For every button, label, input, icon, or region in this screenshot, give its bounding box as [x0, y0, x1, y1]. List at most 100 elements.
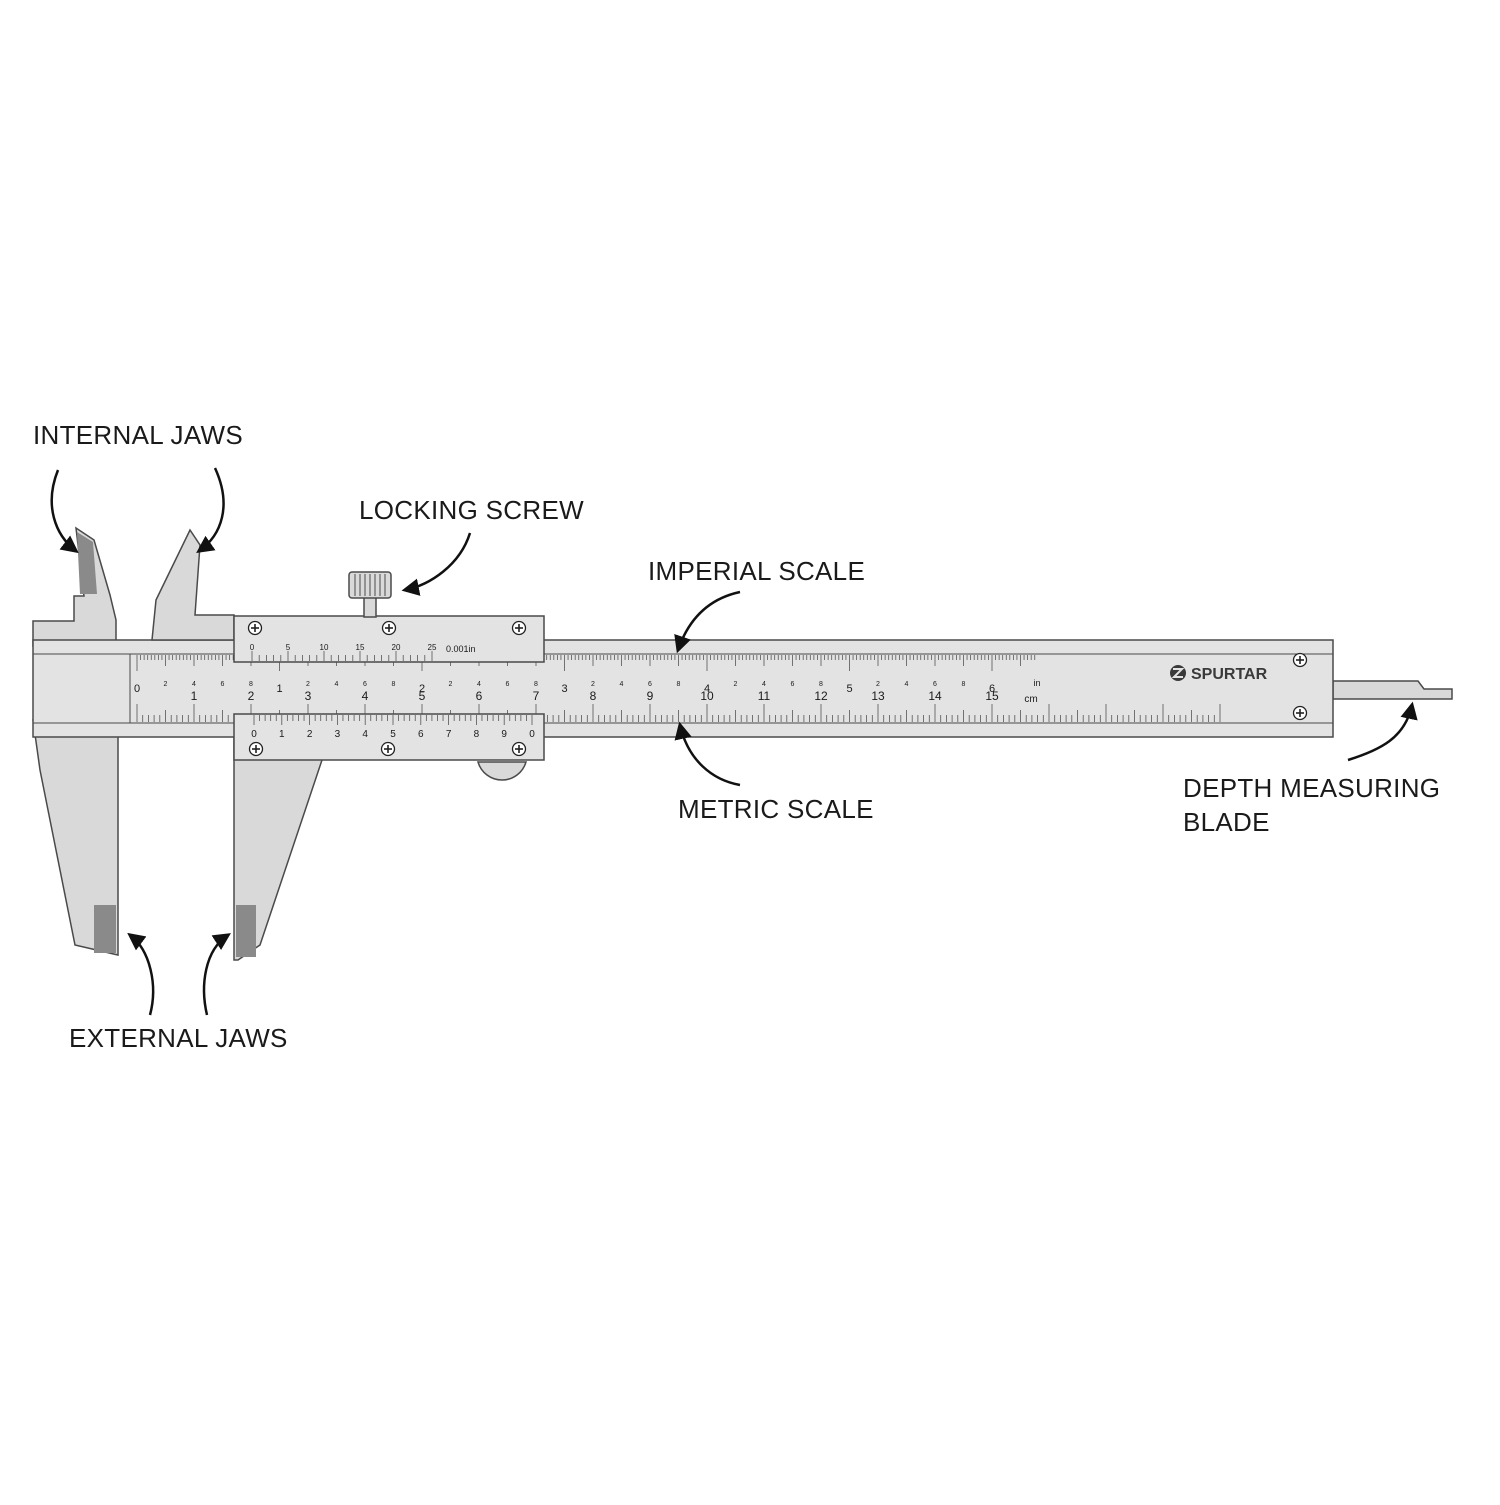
vernier-inch-label: 5 — [286, 643, 291, 652]
external-jaws-arrow-right-icon — [202, 933, 231, 1016]
screws-group — [247, 620, 1308, 757]
vernier-mm-label: 8 — [474, 729, 480, 740]
brand-name: SPURTAR — [1191, 666, 1268, 683]
metric-vernier-scale: 0 1 2 3 4 5 6 7 8 9 0 — [251, 715, 535, 740]
external-jaw-tip-moving — [236, 905, 256, 957]
external-jaw-tip-fixed — [94, 905, 116, 953]
inch-major-label: 6 — [989, 683, 995, 695]
cm-label: 10 — [700, 689, 714, 703]
vernier-inch-label: 20 — [392, 643, 401, 652]
vernier-mm-label: 5 — [390, 729, 396, 740]
main-beam — [32, 639, 1334, 738]
internal-jaw-tip-fixed — [77, 532, 97, 594]
depth-blade — [1332, 680, 1453, 700]
phillips-screw-icon — [380, 741, 396, 757]
inch-minor-label: 2 — [164, 681, 168, 688]
inch-minor-label: 8 — [249, 681, 253, 688]
inch-minor-label: 6 — [791, 681, 795, 688]
inch-minor-label: 8 — [392, 681, 396, 688]
unit-in-label: in — [1033, 678, 1040, 688]
spurtar-logo-icon — [1170, 665, 1186, 681]
arrows-group — [50, 467, 1418, 1016]
cm-label: 7 — [533, 689, 540, 703]
inch-minor-label: 4 — [335, 681, 339, 688]
cm-label: 13 — [871, 689, 885, 703]
locking-screw-arrow-icon — [401, 532, 472, 596]
vernier-mm-label: 0 — [529, 729, 535, 740]
inch-minor-label: 2 — [591, 681, 595, 688]
cm-label: 1 — [191, 689, 198, 703]
label-locking-screw: LOCKING SCREW — [359, 495, 584, 525]
cm-label: 5 — [419, 689, 426, 703]
vernier-inch-label: 10 — [320, 643, 329, 652]
cm-label: 2 — [248, 689, 255, 703]
label-imperial-scale: IMPERIAL SCALE — [648, 556, 866, 586]
phillips-screw-icon — [248, 741, 264, 757]
fixed-jaw-upper — [32, 526, 117, 647]
inch-minor-label: 8 — [534, 681, 538, 688]
inch-minor-label: 2 — [306, 681, 310, 688]
inch-major-label: 2 — [419, 683, 425, 695]
cm-label: 6 — [476, 689, 483, 703]
phillips-screw-icon — [381, 620, 397, 636]
label-internal-jaws: INTERNAL JAWS — [33, 420, 243, 450]
moving-jaw-upper — [151, 528, 235, 641]
cm-label: 15 — [985, 689, 999, 703]
cm-label: 4 — [362, 689, 369, 703]
inch-minor-label: 4 — [620, 681, 624, 688]
thumb-wheel — [476, 761, 528, 781]
vernier-mm-label: 7 — [446, 729, 452, 740]
metric-scale-arrow-icon — [674, 721, 741, 787]
vernier-mm-label: 9 — [501, 729, 507, 740]
imperial-scale-arrow-icon — [674, 590, 741, 654]
phillips-screw-icon — [1292, 705, 1308, 721]
unit-cm-label: cm — [1024, 694, 1037, 705]
label-depth-line-1: DEPTH MEASURING — [1183, 773, 1441, 803]
inch-minor-label: 2 — [734, 681, 738, 688]
inch-minor-label: 6 — [933, 681, 937, 688]
inch-major-label: 1 — [276, 683, 282, 695]
inch-major-label: 0 — [134, 683, 140, 695]
fixed-jaw-lower — [32, 719, 141, 956]
label-metric-scale: METRIC SCALE — [678, 794, 874, 824]
inch-major-label: 4 — [704, 683, 710, 695]
cm-label: 3 — [305, 689, 312, 703]
label-depth-line-2: BLADE — [1183, 807, 1270, 837]
cm-label: 14 — [928, 689, 942, 703]
vernier-mm-label: 0 — [251, 729, 257, 740]
phillips-screw-icon — [511, 741, 527, 757]
phillips-screw-icon — [511, 620, 527, 636]
external-jaws-arrow-left-icon — [127, 932, 155, 1016]
phillips-screw-icon — [247, 620, 263, 636]
internal-jaws-arrow-left-icon — [50, 469, 79, 554]
vernier-inch-label: 15 — [356, 643, 365, 652]
vernier-mm-label: 4 — [362, 729, 368, 740]
inch-minor-label: 8 — [819, 681, 823, 688]
cm-label: 8 — [590, 689, 597, 703]
label-depth-measuring-blade: DEPTH MEASURING BLADE — [1183, 771, 1440, 839]
inch-minor-label: 8 — [962, 681, 966, 688]
inch-minor-label: 4 — [477, 681, 481, 688]
inch-minor-label: 4 — [192, 681, 196, 688]
cm-label: 9 — [647, 689, 654, 703]
label-external-jaws: EXTERNAL JAWS — [69, 1023, 288, 1053]
phillips-screw-icon — [1292, 652, 1308, 668]
vernier-mm-label: 1 — [279, 729, 285, 740]
vernier-mm-label: 6 — [418, 729, 424, 740]
inch-minor-label: 8 — [677, 681, 681, 688]
inch-minor-label: 4 — [762, 681, 766, 688]
vernier-mm-label: 3 — [335, 729, 341, 740]
inch-minor-label: 4 — [905, 681, 909, 688]
inch-minor-label: 2 — [876, 681, 880, 688]
vernier-resolution-label: 0.001in — [446, 644, 476, 654]
vernier-inch-label: 0 — [250, 643, 255, 652]
inch-minor-label: 6 — [221, 681, 225, 688]
inch-minor-label: 6 — [506, 681, 510, 688]
vernier-mm-label: 2 — [307, 729, 313, 740]
inch-minor-label: 2 — [449, 681, 453, 688]
depth-blade-arrow-icon — [1347, 701, 1418, 762]
